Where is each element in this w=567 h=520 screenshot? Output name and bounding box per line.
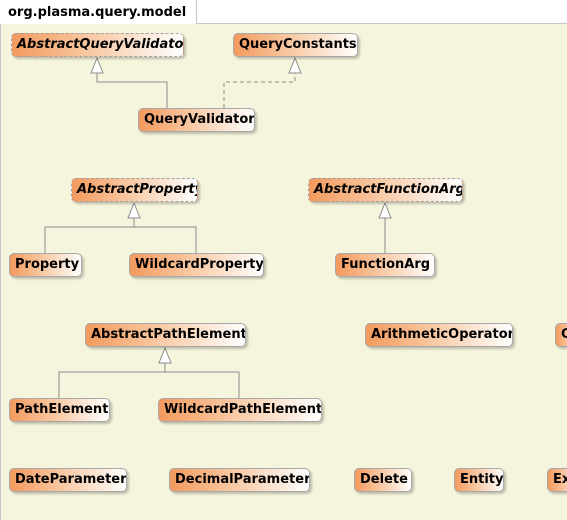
- class-path-element[interactable]: PathElement: [9, 398, 110, 422]
- edge-queryvalidator-implements: [223, 57, 302, 108]
- class-function-arg[interactable]: FunctionArg: [335, 253, 435, 277]
- package-tab[interactable]: org.plasma.query.model: [0, 0, 197, 24]
- class-abstract-property[interactable]: AbstractProperty: [71, 178, 198, 202]
- diagram-canvas[interactable]: [0, 23, 567, 520]
- class-arithmetic-operator[interactable]: ArithmeticOperator: [365, 323, 513, 347]
- class-decimal-parameter[interactable]: DecimalParameter: [169, 468, 310, 492]
- package-name: org.plasma.query.model: [8, 5, 187, 20]
- class-abstract-query-validator[interactable]: AbstractQueryValidator: [11, 33, 184, 57]
- class-property[interactable]: Property: [9, 253, 82, 277]
- class-query-validator[interactable]: QueryValidator: [138, 108, 255, 132]
- class-truncated-right-2[interactable]: Ex: [547, 468, 567, 492]
- class-wildcard-path-element[interactable]: WildcardPathElement: [158, 398, 322, 422]
- class-delete[interactable]: Delete: [354, 468, 412, 492]
- edge-functionarg-extends: [378, 202, 392, 253]
- class-abstract-path-element[interactable]: AbstractPathElement: [85, 323, 246, 347]
- class-wildcard-property[interactable]: WildcardProperty: [129, 253, 264, 277]
- class-truncated-right-1[interactable]: C: [555, 323, 567, 347]
- class-query-constants[interactable]: QueryConstants: [233, 33, 358, 57]
- edge-queryvalidator-extends: [90, 57, 168, 108]
- class-abstract-function-arg[interactable]: AbstractFunctionArg: [308, 178, 463, 202]
- edge-property-extends: [44, 202, 197, 253]
- edge-pathelement-extends: [58, 347, 240, 398]
- class-entity[interactable]: Entity: [454, 468, 504, 492]
- class-date-parameter[interactable]: DateParameter: [9, 468, 127, 492]
